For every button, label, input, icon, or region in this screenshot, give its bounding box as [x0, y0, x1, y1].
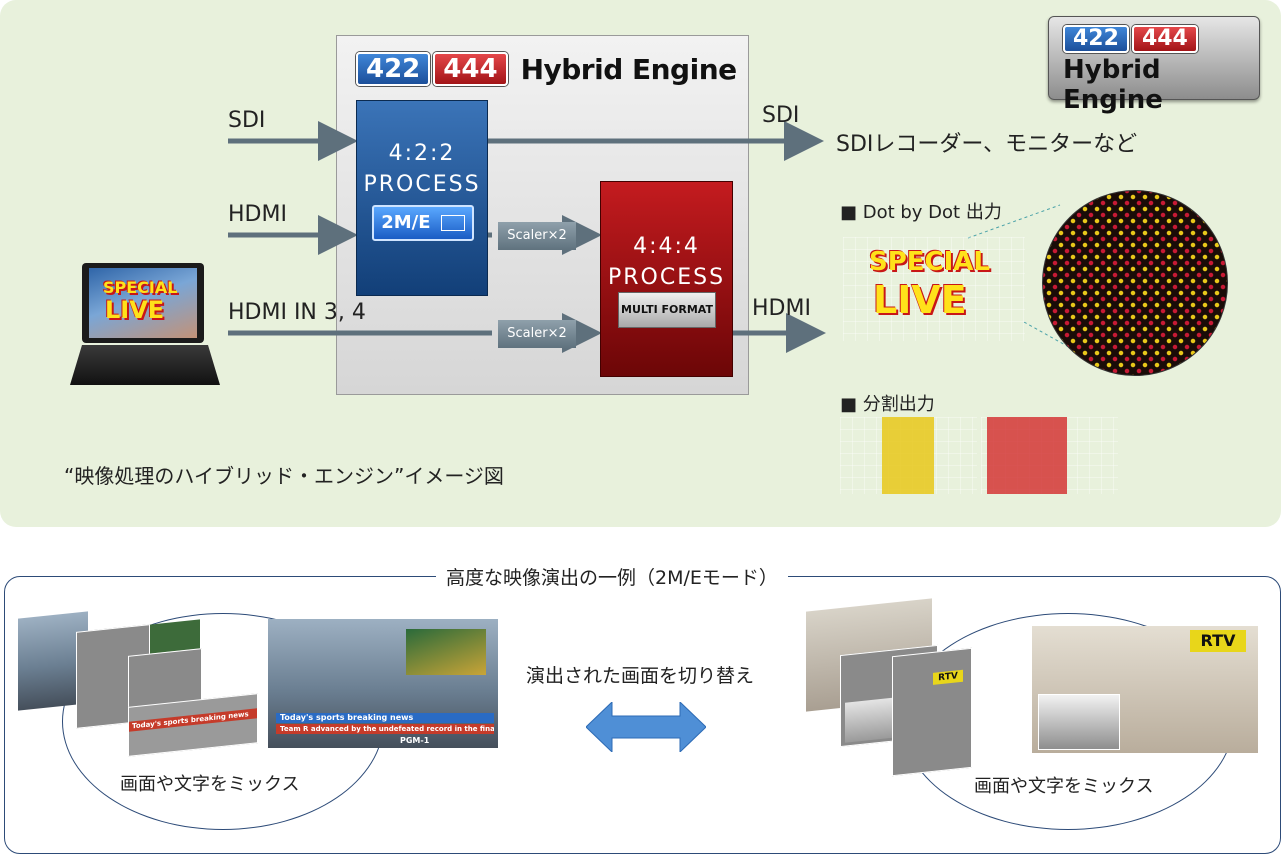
switch-label: 演出された画面を切り替え [526, 665, 755, 687]
label-sdi-destinations: SDIレコーダー、モニターなど [836, 132, 1138, 157]
split-thumbnail-right [981, 417, 1118, 494]
dot-by-dot-thumbnail: SPECIAL LIVE [843, 237, 1025, 341]
laptop-icon: SPECIAL LIVE [70, 263, 220, 388]
engine-title: 422 444 Hybrid Engine [356, 52, 737, 86]
laptop-special: SPECIAL [103, 278, 178, 297]
label-dot-by-dot: ■ Dot by Dot 出力 [840, 202, 1002, 223]
block-422-process: 4:2:2 PROCESS [356, 100, 488, 296]
mix-left-label: 画面や文字をミックス [120, 774, 300, 795]
layer-ticker-text: Today's sports breaking news [129, 708, 257, 732]
thumb-live-text: LIVE [873, 278, 967, 322]
split-thumbnail-left [840, 417, 977, 494]
right-composite: RTV [1032, 626, 1258, 753]
rtv-logo: RTV [1190, 630, 1246, 652]
layer-rtv-logo: RTV [933, 669, 963, 685]
label-sdi-out: SDI [762, 103, 800, 128]
block-422-line2: PROCESS [363, 172, 481, 197]
block-422-line1: 4:2:2 [388, 141, 456, 166]
magnified-pixels [1042, 190, 1228, 376]
bottom-title: 高度な映像演出の一例（2M/Eモード） [436, 563, 788, 590]
composite-studio-pip [1038, 694, 1120, 750]
scaler-1: Scaler×2 [498, 222, 576, 250]
label-split-output: ■ 分割出力 [840, 394, 935, 415]
label-hdmi-out: HDMI [752, 296, 811, 321]
label-sdi-in: SDI [228, 108, 266, 133]
laptop-screen: SPECIAL LIVE [89, 268, 197, 338]
block-444-line1: 4:4:4 [633, 234, 700, 259]
composite-soccer [406, 629, 486, 675]
layer-grey-4: RTV [892, 647, 972, 777]
scaler-2: Scaler×2 [498, 320, 576, 348]
mix-right-label: 画面や文字をミックス [974, 776, 1154, 797]
laptop-live: LIVE [105, 296, 165, 324]
news-title: Today's sports breaking news [276, 713, 494, 723]
zoom-line-bottom [1023, 321, 1093, 361]
pgm-label: PGM-1 [400, 736, 430, 745]
logo-badge-422: 422 [1063, 25, 1129, 53]
block-444-process: 4:4:4 PROCESS [600, 181, 733, 377]
logo-badge-444: 444 [1131, 25, 1198, 53]
label-hdmi-in: HDMI [228, 202, 287, 227]
multi-format-chip: MULTI FORMAT [618, 292, 716, 328]
zoom-line-top [967, 204, 1061, 239]
flow-arrows [228, 121, 1093, 361]
layers-icon [440, 215, 465, 231]
news-subtitle: Team R advanced by the undefeated record… [276, 724, 494, 734]
diagram-caption: “映像処理のハイブリッド・エンジン”イメージ図 [64, 464, 504, 488]
badge-444: 444 [433, 52, 508, 86]
chip-2me-label: 2M/E [381, 212, 431, 233]
logo-name: Hybrid Engine [1063, 55, 1163, 115]
hybrid-engine-logo: 422 444 Hybrid Engine [1048, 16, 1260, 115]
double-arrow-icon [586, 702, 706, 752]
engine-name: Hybrid Engine [520, 52, 738, 86]
left-composite: Today's sports breaking news Team R adva… [268, 619, 498, 748]
badge-422: 422 [356, 52, 431, 86]
label-hdmi-in-3-4: HDMI IN 3, 4 [228, 300, 366, 325]
block-444-line2: PROCESS [607, 265, 726, 290]
thumb-special-text: SPECIAL [869, 247, 990, 277]
layer-studio-pip [845, 697, 897, 743]
chip-2me: 2M/E [372, 205, 474, 241]
